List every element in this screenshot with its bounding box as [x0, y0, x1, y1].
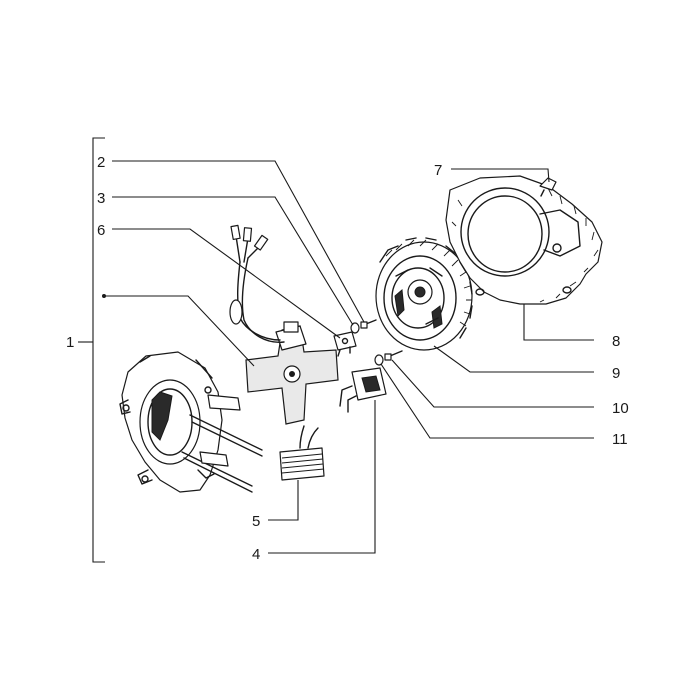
assembly-bracket — [78, 137, 105, 563]
callout-4: 4 — [252, 546, 260, 563]
callout-7: 7 — [434, 162, 442, 179]
callout-5: 5 — [252, 513, 260, 530]
coil-part-5 — [279, 425, 325, 481]
engine-casing — [119, 351, 263, 493]
washer-part-3 — [350, 322, 360, 334]
stator-plate — [229, 224, 339, 425]
screw-part-7 — [539, 177, 557, 197]
callout-2: 2 — [97, 154, 105, 171]
callout-11: 11 — [612, 431, 628, 448]
terminal-block-part-6 — [333, 331, 357, 357]
callout-10: 10 — [612, 400, 629, 417]
callout-3: 3 — [97, 190, 105, 207]
callout-9: 9 — [612, 365, 620, 382]
callout-8: 8 — [612, 333, 620, 350]
regulator-part-4 — [339, 367, 387, 413]
flywheel-part-9 — [375, 237, 473, 351]
fan-cover-part-8 — [445, 175, 603, 305]
screw-part-10 — [384, 350, 403, 361]
callout-6: 6 — [97, 222, 105, 239]
callout-1: 1 — [66, 334, 74, 351]
callout-labels: 1 2 3 4 5 6 7 8 9 10 11 — [66, 154, 629, 563]
washer-part-11 — [374, 354, 384, 366]
leader-lines — [102, 160, 594, 554]
